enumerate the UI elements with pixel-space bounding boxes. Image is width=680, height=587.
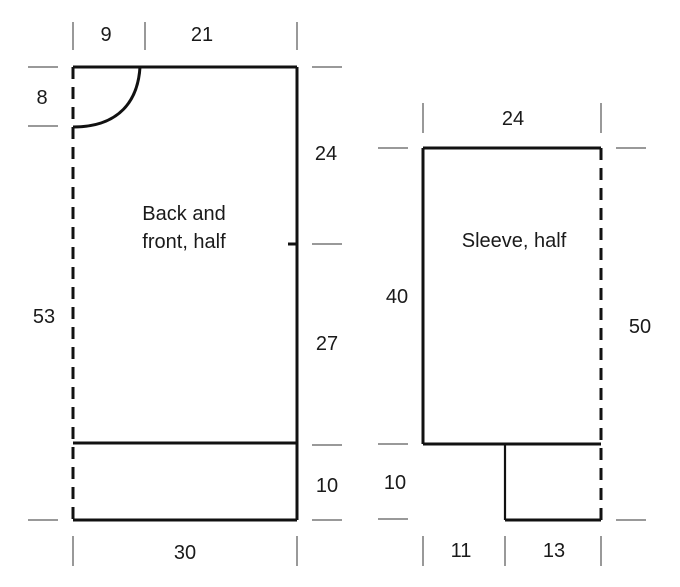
sleeve-top-width-label: 24 [502, 108, 524, 130]
neck-width-label: 9 [100, 24, 111, 46]
body-length-label: 27 [316, 333, 338, 355]
cuff-width-label: 13 [543, 540, 565, 562]
back-front-title-line1: Back and [142, 203, 225, 225]
sleeve-piece [421, 146, 603, 522]
rib-height-label: 10 [316, 475, 338, 497]
back-front-title-line2: front, half [142, 231, 226, 253]
sleeve-length-label: 40 [386, 286, 408, 308]
body-width-label: 30 [174, 542, 196, 564]
shoulder-width-label: 21 [191, 24, 213, 46]
armhole-depth-label: 24 [315, 143, 337, 165]
back-front-ticks [28, 22, 342, 566]
sleeve-ticks [378, 103, 646, 566]
back-front-piece [71, 65, 299, 522]
neckline-curve [72, 66, 142, 129]
cuff-offset-label: 11 [451, 540, 472, 562]
total-length-label: 53 [33, 306, 55, 328]
neck-depth-label: 8 [36, 87, 47, 109]
sleeve-title: Sleeve, half [462, 230, 567, 252]
sleeve-total-length-label: 50 [629, 316, 651, 338]
cuff-height-label: 10 [384, 472, 406, 494]
